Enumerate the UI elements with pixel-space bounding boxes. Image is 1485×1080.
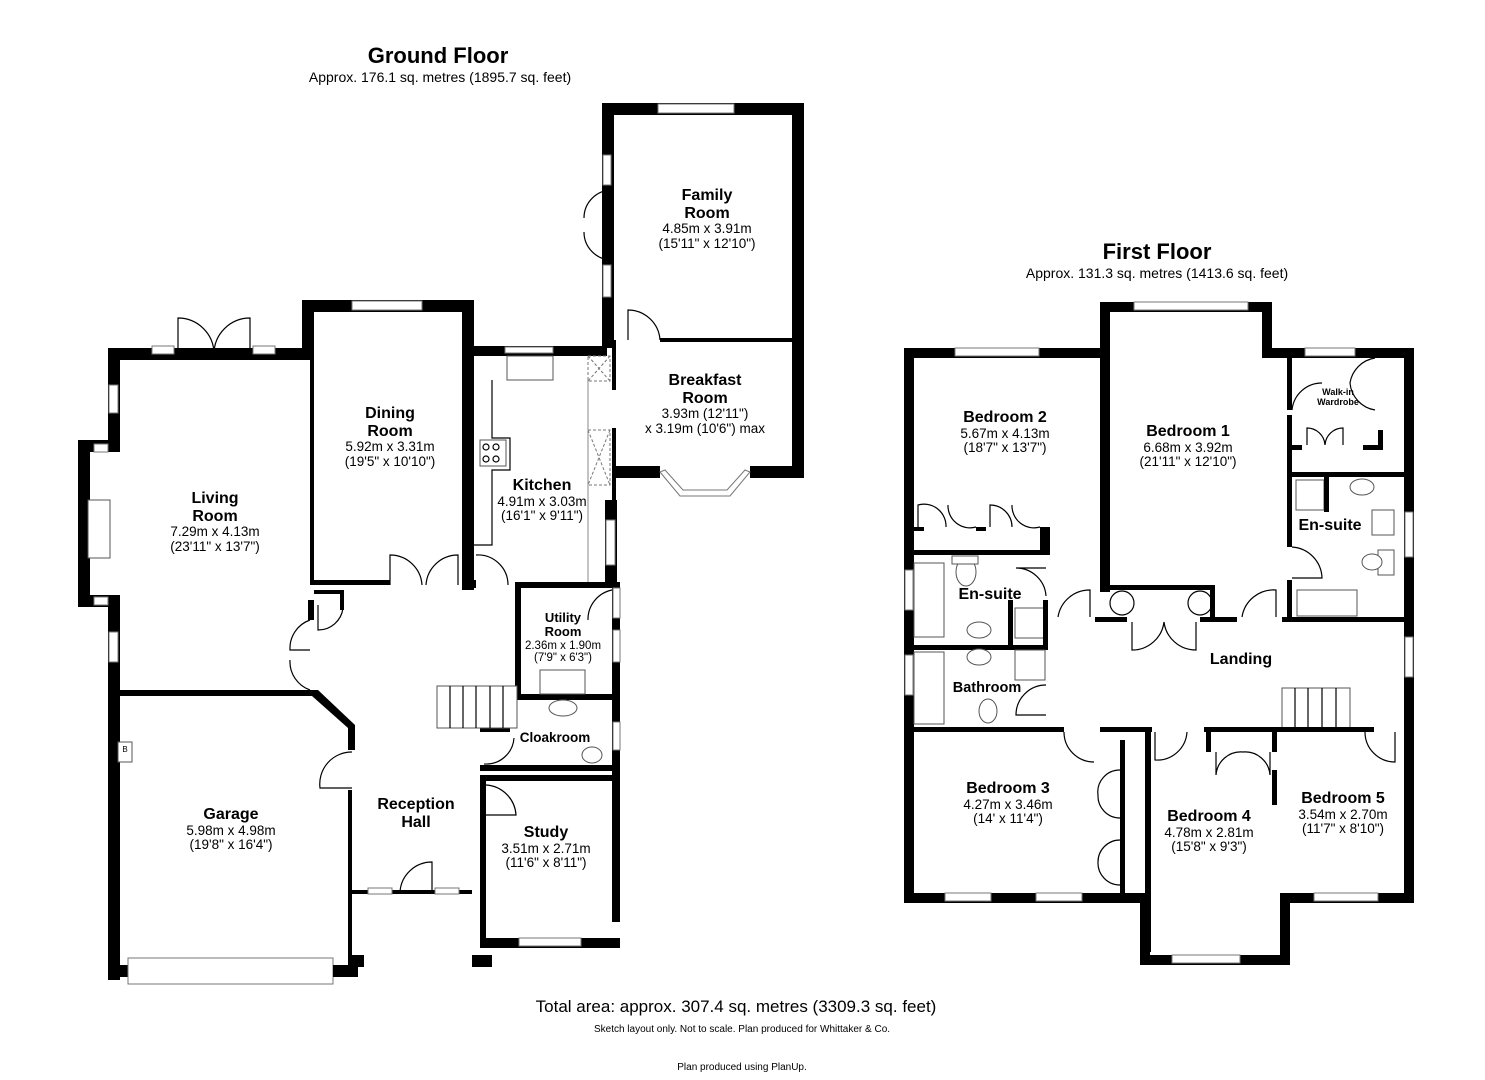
room-dimensions-metric: 5.92m x 3.31m: [345, 439, 435, 455]
first-floor-title: First Floor: [1102, 239, 1212, 264]
room-name: Garage: [203, 806, 259, 823]
room-dimensions-imperial: (19'8" x 16'4"): [189, 837, 273, 853]
room-name: Reception: [377, 796, 455, 813]
room-dimensions-metric: 3.93m (12'11"): [661, 406, 749, 422]
ground-floor-walls: [78, 103, 804, 985]
room-name: Room: [367, 422, 413, 440]
room-bedroom-5: Bedroom 5 3.54m x 2.70m (11'7" x 8'10"): [1298, 790, 1387, 837]
disclaimer: Sketch layout only. Not to scale. Plan p…: [593, 1024, 891, 1035]
room-dimensions-metric: 2.36m x 1.90m: [524, 639, 602, 652]
room-dimensions-metric: 4.78m x 2.81m: [1164, 824, 1254, 840]
room-name: Hall: [401, 813, 431, 831]
room-name: Kitchen: [512, 477, 572, 494]
room-dimensions-imperial: (7'9" x 6'3"): [534, 652, 592, 665]
room-landing: Landing: [1209, 651, 1273, 668]
room-name: Study: [523, 824, 569, 841]
room-dimensions-metric: 6.68m x 3.92m: [1143, 439, 1233, 455]
room-name: Bedroom 1: [1146, 423, 1230, 440]
room-en-suite-2: En-suite: [958, 586, 1022, 603]
room-utility-room: Utility Room 2.36m x 1.90m (7'9" x 6'3"): [524, 610, 602, 665]
room-en-suite-1: En-suite: [1298, 517, 1362, 534]
first-floor-area: Approx. 131.3 sq. metres (1413.6 sq. fee…: [1025, 265, 1289, 281]
room-name: Walk-in: [1322, 387, 1354, 397]
room-dimensions-imperial: (15'8" x 9'3"): [1171, 839, 1247, 855]
room-dimensions-metric: 3.51m x 2.71m: [501, 840, 591, 856]
ground-floor-title: Ground Floor: [367, 43, 509, 68]
room-name: Bedroom 5: [1301, 790, 1385, 807]
room-name: Family: [681, 187, 733, 204]
room-bedroom-1: Bedroom 1 6.68m x 3.92m (21'11" x 12'10"…: [1139, 423, 1236, 470]
room-dimensions-metric: 4.85m x 3.91m: [662, 221, 752, 237]
room-dimensions-imperial: (18'7" x 13'7"): [963, 440, 1047, 456]
room-reception-hall: Reception Hall: [377, 796, 454, 831]
room-dimensions-metric: 5.67m x 4.13m: [960, 425, 1050, 441]
room-dimensions-metric: 4.91m x 3.03m: [497, 493, 587, 509]
room-dimensions-imperial: (15'11" x 12'10"): [658, 236, 756, 252]
room-dimensions-imperial: (19'5" x 10'10"): [344, 454, 436, 470]
room-kitchen: Kitchen 4.91m x 3.03m (16'1" x 9'11"): [497, 477, 586, 524]
room-breakfast-room: Breakfast Room 3.93m (12'11") x 3.19m (1…: [645, 372, 765, 437]
room-bathroom: Bathroom: [952, 680, 1022, 696]
room-bedroom-4: Bedroom 4 4.78m x 2.81m (15'8" x 9'3"): [1164, 808, 1253, 855]
room-dining-room: Dining Room 5.92m x 3.31m (19'5" x 10'10…: [345, 405, 436, 470]
room-dimensions-imperial: (11'7" x 8'10"): [1301, 821, 1385, 837]
total-area: Total area: approx. 307.4 sq. metres (33…: [535, 997, 937, 1016]
room-dimensions-metric: 5.98m x 4.98m: [186, 822, 276, 838]
room-name: Living: [191, 490, 239, 507]
room-name: Wardrobe: [1317, 396, 1359, 407]
ground-floor-area: Approx. 176.1 sq. metres (1895.7 sq. fee…: [308, 69, 572, 85]
room-name: Bedroom 4: [1167, 808, 1251, 825]
room-dimensions-imperial: (16'1" x 9'11"): [500, 508, 584, 524]
room-name: Dining: [365, 405, 415, 422]
room-study: Study 3.51m x 2.71m (11'6" x 8'11"): [501, 824, 590, 871]
room-name: Room: [192, 507, 238, 525]
room-family-room: Family Room 4.85m x 3.91m (15'11" x 12'1…: [658, 187, 755, 252]
room-dimensions-metric: 4.27m x 3.46m: [963, 796, 1053, 812]
room-name: Breakfast: [668, 372, 742, 389]
room-walk-in-wardrobe: Walk-in Wardrobe: [1317, 387, 1359, 408]
room-name: Utility: [544, 610, 582, 625]
room-cloakroom: Cloakroom: [519, 730, 591, 745]
room-name: Bedroom 2: [963, 409, 1047, 426]
room-name: Bedroom 3: [966, 780, 1050, 797]
boiler-label: B: [122, 745, 128, 754]
room-dimensions-metric: 7.29m x 4.13m: [170, 524, 260, 540]
room-dimensions-metric: 3.54m x 2.70m: [1298, 806, 1388, 822]
room-bedroom-3: Bedroom 3 4.27m x 3.46m (14' x 11'4"): [963, 780, 1052, 827]
room-dimensions-imperial: (11'6" x 8'11"): [505, 855, 587, 871]
room-name: Room: [682, 389, 728, 407]
software-credit: Plan produced using PlanUp.: [677, 1062, 807, 1073]
room-dimensions-imperial: (21'11" x 12'10"): [1139, 454, 1237, 470]
room-garage: Garage 5.98m x 4.98m (19'8" x 16'4"): [186, 806, 275, 853]
first-floor-walls: [904, 301, 1414, 965]
room-dimensions-imperial: (14' x 11'4"): [973, 811, 1043, 827]
room-name: Room: [544, 624, 582, 640]
room-living-room: Living Room 7.29m x 4.13m (23'11" x 13'7…: [170, 490, 260, 555]
room-dimensions-imperial: (23'11" x 13'7"): [170, 539, 260, 555]
room-name: Room: [684, 204, 730, 222]
room-dimensions-imperial: x 3.19m (10'6") max: [645, 421, 765, 437]
room-bedroom-2: Bedroom 2 5.67m x 4.13m (18'7" x 13'7"): [960, 409, 1049, 456]
